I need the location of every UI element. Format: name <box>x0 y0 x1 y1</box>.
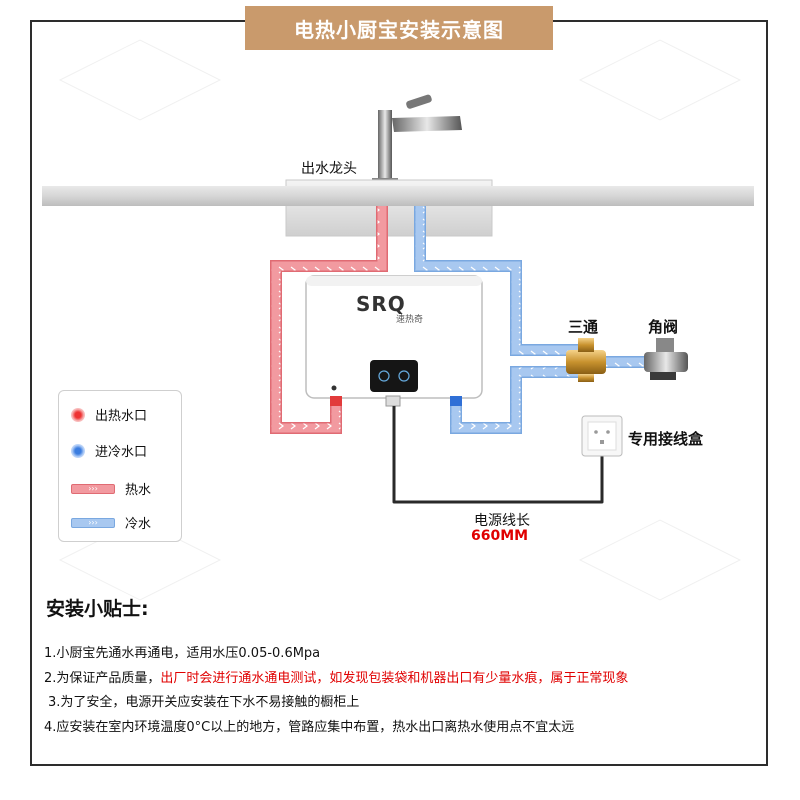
hot-outlet-fitting <box>330 396 342 406</box>
cold-water-pipe <box>414 206 646 434</box>
legend-hot-water: ››› 热水 <box>71 479 151 498</box>
tip-text: 4.应安装在室内环境温度0°C以上的地方，管路应集中布置，热水出口离热水使用点不… <box>44 720 575 735</box>
legend-label: 出热水口 <box>95 409 148 424</box>
indicator-light <box>331 385 337 391</box>
tip-item: 2.为保证产品质量，出厂时会进行通水通电测试，如发现包装袋和机器出口有少量水痕，… <box>44 667 628 686</box>
angle-valve-icon <box>644 338 688 380</box>
cold-dot-icon <box>71 443 85 458</box>
cable-length-value: 660MM <box>471 528 529 544</box>
brand-subtitle: 速热奇 <box>396 315 424 325</box>
legend: 出热水口 进冷水口 ››› 热水 ››› 冷水 <box>58 390 182 542</box>
legend-cold-inlet: 进冷水口 <box>71 441 147 460</box>
control-panel <box>370 360 418 392</box>
tip-emphasis: 出厂时会进行通水通电测试，如发现包装袋和机器出口有少量水痕，属于正常现象 <box>160 671 629 686</box>
cold-inlet-fitting <box>450 396 462 406</box>
knob-icon <box>398 370 410 382</box>
legend-label: 冷水 <box>125 517 152 532</box>
tips-heading: 安装小贴士: <box>46 598 149 620</box>
tip-item: 1.小厨宝先通水再通电，适用水压0.05-0.6Mpa <box>44 642 320 661</box>
junction-box-icon <box>581 415 623 457</box>
junction-box-label: 专用接线盒 <box>628 430 704 448</box>
hot-water-pipe <box>270 206 388 434</box>
tip-item: 3.为了安全，电源开关应安装在下水不易接触的橱柜上 <box>48 691 359 710</box>
hot-pipe-swatch-icon: ››› <box>71 483 115 494</box>
tip-text: 3.为了安全，电源开关应安装在下水不易接触的橱柜上 <box>48 695 360 710</box>
legend-cold-water: ››› 冷水 <box>71 513 151 532</box>
cold-pipe-swatch-icon: ››› <box>71 517 115 528</box>
tip-item: 4.应安装在室内环境温度0°C以上的地方，管路应集中布置，热水出口离热水使用点不… <box>44 716 574 735</box>
knob-icon <box>378 370 390 382</box>
tee-label: 三通 <box>568 318 599 336</box>
legend-label: 进冷水口 <box>95 445 148 460</box>
tip-text: 2.为保证产品质量， <box>44 671 161 686</box>
countertop <box>42 186 754 206</box>
tee-fitting-icon <box>566 338 606 382</box>
angle-valve-label: 角阀 <box>648 318 679 336</box>
faucet-icon <box>372 94 462 186</box>
power-cable <box>392 406 604 504</box>
faucet-label: 出水龙头 <box>301 161 357 177</box>
tip-text: 1.小厨宝先通水再通电，适用水压0.05-0.6Mpa <box>44 646 321 661</box>
brand-logo: SRQ <box>356 292 406 316</box>
water-heater-unit <box>305 275 483 407</box>
legend-hot-outlet: 出热水口 <box>71 405 147 424</box>
hot-dot-icon <box>71 407 85 422</box>
page-title: 电热小厨宝安装示意图 <box>245 6 553 50</box>
cable-length-label: 电源线长 <box>474 513 530 529</box>
legend-label: 热水 <box>125 483 152 498</box>
